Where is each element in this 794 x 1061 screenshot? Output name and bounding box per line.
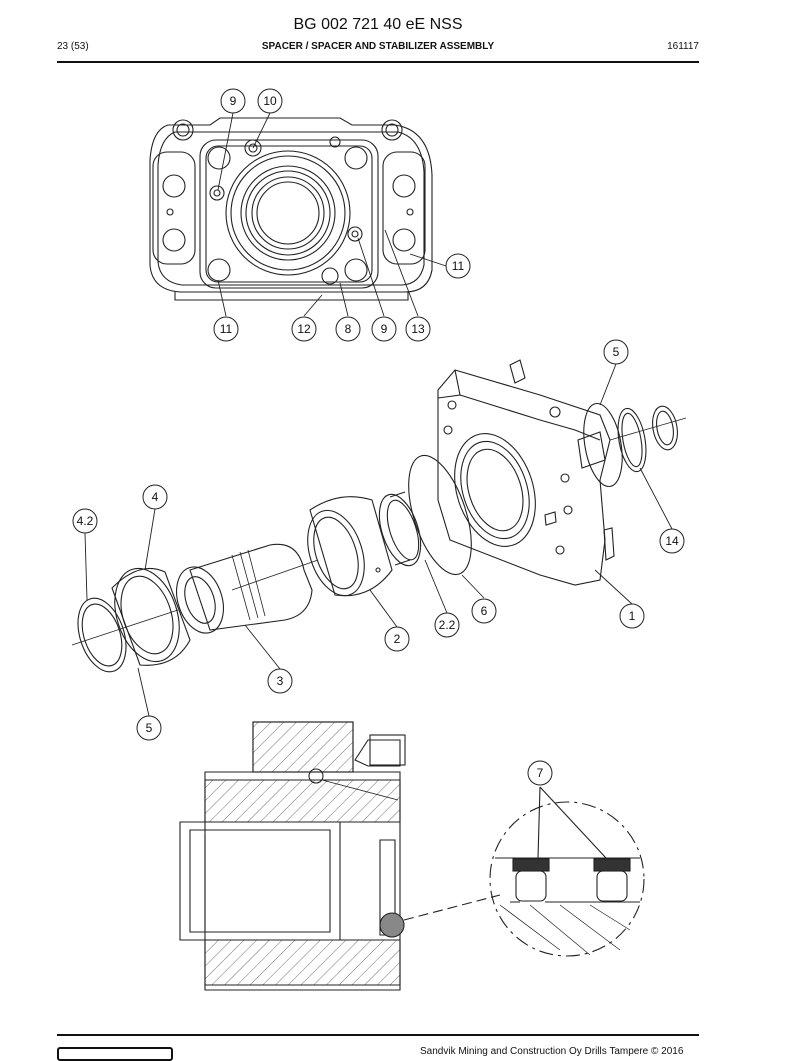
callout-label: 5: [146, 721, 153, 735]
detail-view: [489, 786, 645, 957]
callout-1: [619, 603, 645, 629]
header-meta-row: 23 (53) SPACER / SPACER AND STABILIZER A…: [57, 41, 699, 55]
page-number: 23 (53): [57, 41, 89, 52]
callout-label: 11: [452, 259, 465, 273]
callout-label: 12: [297, 322, 311, 336]
section-view: [179, 721, 501, 991]
copyright-text: Sandvik Mining and Construction Oy Drill…: [420, 1046, 684, 1057]
callout-label: 13: [411, 322, 425, 336]
callout-label: 11: [220, 322, 233, 336]
callout-3: [267, 668, 293, 694]
callout-label: 5: [613, 345, 620, 359]
callout-14: [659, 528, 685, 554]
callout-label: 2.2: [439, 618, 456, 632]
front-view: [149, 117, 433, 301]
callout-5-left: [136, 715, 162, 741]
sandvik-logo: [57, 1047, 173, 1061]
callout-6: [471, 598, 497, 624]
header-rule: [57, 61, 699, 63]
callout-9-bottom: [371, 316, 397, 342]
callout-label: 3: [277, 674, 284, 688]
callout-label: 4.2: [77, 514, 94, 528]
callout-label: 9: [230, 94, 237, 108]
revision-date: 161117: [667, 41, 699, 52]
callout-12: [291, 316, 317, 342]
callout-label: 2: [394, 632, 401, 646]
callout-4-2: [72, 508, 98, 534]
callout-label: 4: [152, 490, 159, 504]
footer-rule: [57, 1034, 699, 1036]
leader-lines: [84, 112, 673, 717]
callout-8: [335, 316, 361, 342]
callout-2-2: [434, 612, 460, 638]
callout-9-top: [220, 88, 246, 114]
callout-label: 8: [345, 322, 352, 336]
callout-label: 9: [381, 322, 388, 336]
exploded-view: [71, 359, 687, 673]
callout-label: 14: [665, 534, 679, 548]
callout-label: 6: [481, 604, 488, 618]
callout-2: [384, 626, 410, 652]
callout-4: [142, 484, 168, 510]
document-number: BG 002 721 40 eE NSS: [293, 16, 463, 33]
callout-13: [405, 316, 431, 342]
callout-11-right: [445, 253, 471, 279]
callout-label: 10: [263, 94, 277, 108]
callout-10: [257, 88, 283, 114]
callout-5-right: [603, 339, 629, 365]
callout-label: 1: [629, 609, 636, 623]
callout-11-bottom: [213, 316, 239, 342]
callout-7: [527, 760, 553, 786]
callout-label: 7: [537, 766, 544, 780]
section-title: SPACER / SPACER AND STABILIZER ASSEMBLY: [261, 41, 495, 52]
